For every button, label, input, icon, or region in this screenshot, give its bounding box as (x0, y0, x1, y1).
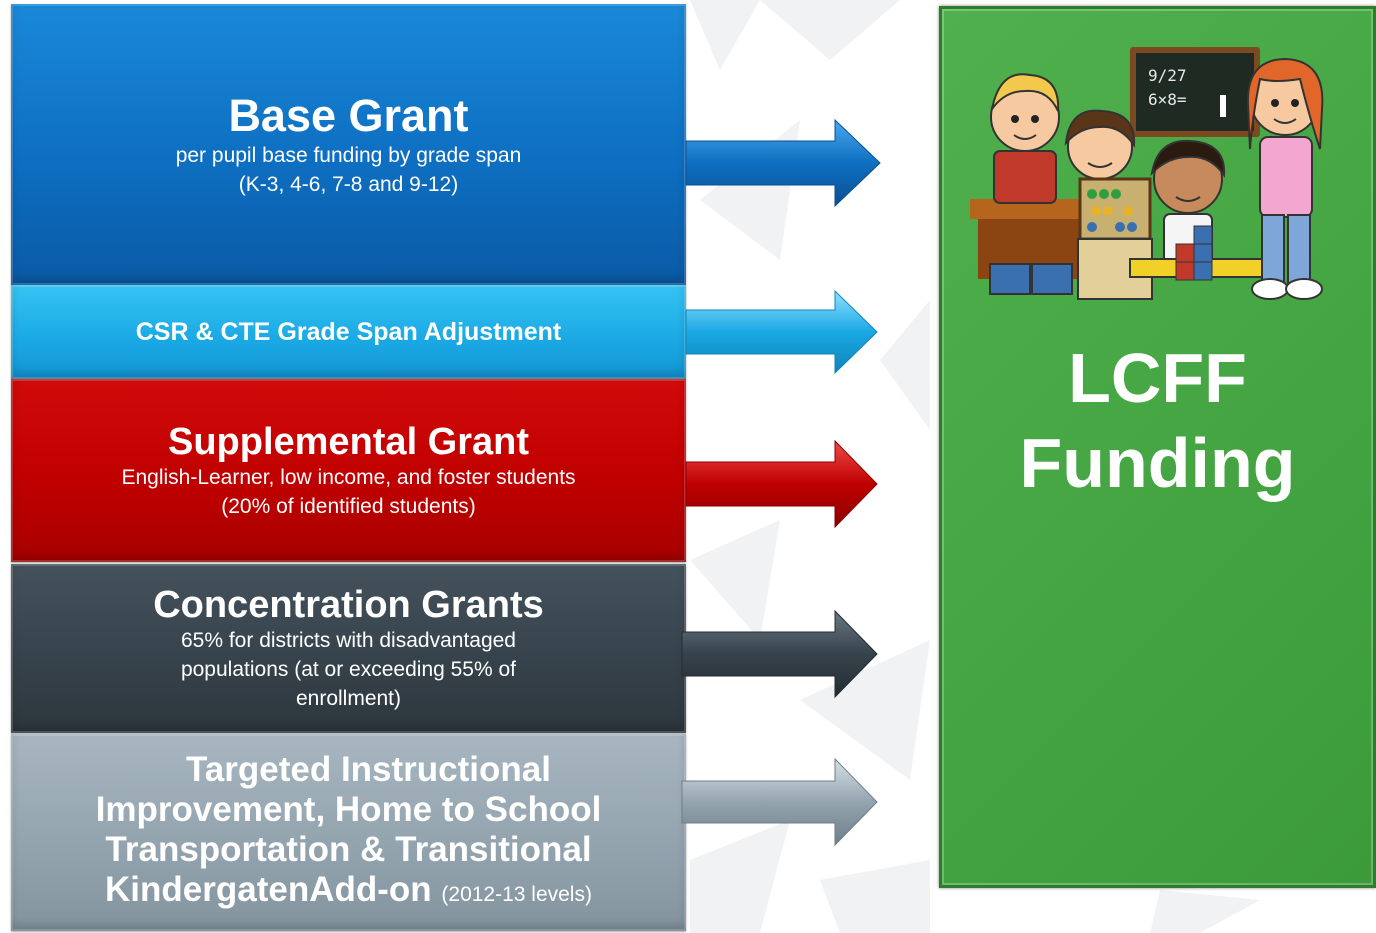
csr-cte-block: CSR & CTE Grade Span Adjustment (11, 285, 686, 379)
concentration-grants-desc-line-2: populations (at or exceeding 55% of (180, 658, 517, 681)
base-grant-desc-line-2: (K-3, 4-6, 7-8 and 9-12) (238, 172, 459, 196)
base-grant-title: Base Grant (228, 89, 469, 141)
supplemental-grant-desc-line-1: English-Learner, low income, and foster … (121, 465, 576, 489)
supplemental-grant-title: Supplemental Grant (167, 420, 530, 463)
targeted-instructional-block: Targeted Instructional Improvement, Home… (11, 734, 686, 931)
targeted-title-line-4-text: KindergatenAdd-on (105, 870, 432, 909)
concentration-grants-title: Concentration Grants (153, 584, 544, 626)
targeted-title-line-1: Targeted Instructional (186, 750, 551, 789)
targeted-levels-note: (2012-13 levels) (441, 883, 592, 906)
funding-title: Funding (1019, 424, 1296, 502)
supplemental-grant-desc-line-2: (20% of identified students) (221, 494, 476, 518)
concentration-grants-block: Concentration Grants 65% for districts w… (11, 564, 686, 733)
concentration-grants-desc-line-1: 65% for districts with disadvantaged (180, 629, 516, 652)
base-grant-block: Base Grant per pupil base funding by gra… (11, 4, 686, 285)
svg-text:9/27: 9/27 (1148, 66, 1187, 85)
base-grant-desc-line-1: per pupil base funding by grade span (175, 143, 522, 167)
lcff-funding-box: 9/27 6×8= (939, 6, 1376, 888)
supplemental-grant-block: Supplemental Grant English-Learner, low … (11, 379, 686, 562)
targeted-title-line-4: KindergatenAdd-on (2012-13 levels) (96, 870, 602, 915)
csr-cte-title: CSR & CTE Grade Span Adjustment (135, 318, 562, 346)
concentration-grants-desc-line-3: enrollment) (295, 687, 402, 710)
lcff-title: LCFF (1068, 339, 1247, 417)
svg-text:6×8=: 6×8= (1148, 90, 1187, 109)
targeted-title-line-3: Transportation & Transitional (105, 830, 592, 869)
targeted-title-line-2: Improvement, Home to School (95, 790, 602, 829)
children-classroom-clipart: 9/27 6×8= (970, 47, 1324, 300)
